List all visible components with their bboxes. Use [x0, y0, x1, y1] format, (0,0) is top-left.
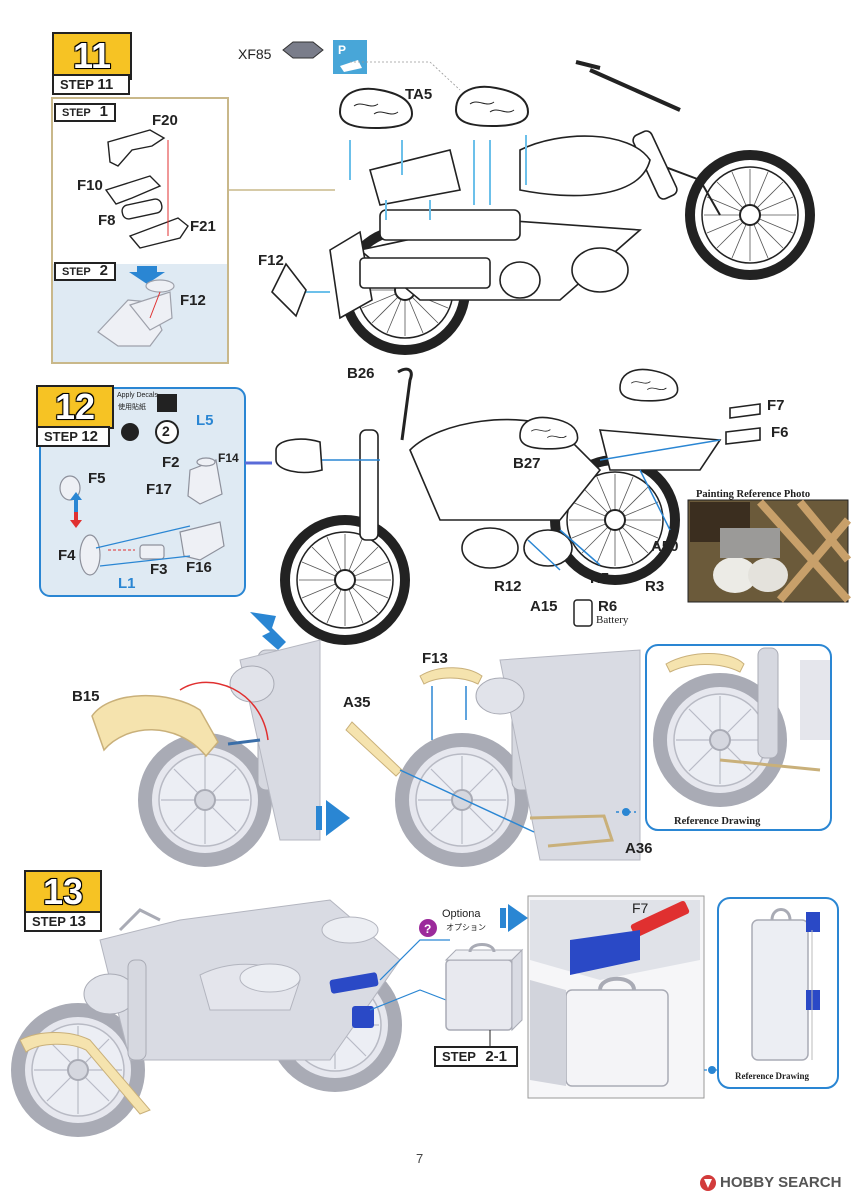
step11-inset-parts-sketch	[104, 129, 189, 249]
step13-reference-drawing	[751, 908, 820, 1061]
part-f4: F4	[58, 547, 76, 564]
step12-inset-sketch	[59, 457, 225, 576]
decal-number: 2	[162, 423, 170, 439]
part-f16: F16	[186, 559, 212, 576]
optional-en: Optiona	[442, 908, 481, 920]
part-l5: L5	[196, 412, 214, 429]
paint-hexagon-icon	[282, 41, 324, 59]
step12-label-num: 12	[81, 428, 99, 445]
part-f21: F21	[190, 218, 216, 235]
part-f12: F12	[258, 252, 284, 269]
step13-fender-pe	[19, 1032, 151, 1115]
part-b15: B15	[72, 688, 100, 705]
part-f12-inset: F12	[180, 292, 206, 309]
toolbox-drawing	[444, 943, 524, 1032]
step13-reference-drawing-title: Reference Drawing	[735, 1071, 810, 1081]
part-f7-closeup: F7	[632, 900, 649, 916]
step13-closeup	[530, 900, 700, 1087]
part-a50: A50	[651, 538, 679, 555]
step11-inset-step2-sketch	[97, 279, 175, 347]
b15-fender-part	[91, 695, 219, 758]
step11-sub2-label: STEP 2	[54, 262, 116, 281]
step11-seats	[339, 87, 413, 129]
battery-r6-drawing	[573, 599, 593, 627]
part-f14: F14	[218, 451, 239, 465]
decal-number-circle	[155, 420, 179, 444]
apply-decals-icon	[157, 394, 177, 412]
step12-label-prefix: STEP	[44, 429, 78, 444]
part-f8: F8	[98, 212, 116, 229]
part-f13: F13	[422, 650, 448, 667]
part-f6: F6	[771, 424, 789, 441]
part-a36: A36	[625, 840, 653, 857]
step11-sub1-label: STEP 1	[54, 103, 116, 122]
step12-continue-arrow	[250, 612, 286, 650]
step13-label: STEP 13	[24, 911, 102, 932]
optional-question-icon	[419, 919, 437, 937]
part-f10: F10	[77, 177, 103, 194]
part-l1: L1	[118, 575, 136, 592]
step11-bike-drawing	[329, 60, 810, 350]
seat-part-ta5: TA5	[405, 86, 433, 103]
part-a15: A15	[530, 598, 558, 615]
fender-middle-bike	[402, 649, 641, 860]
step11-down-arrow	[129, 266, 165, 284]
part-a35: A35	[343, 694, 371, 711]
part-f2: F2	[162, 454, 180, 471]
sub2-prefix: STEP	[62, 266, 91, 278]
f12-part-drawing	[271, 262, 307, 318]
f13-part	[419, 667, 483, 685]
part-f17: F17	[146, 481, 172, 498]
toolbox-step-label: STEP 2-1	[434, 1046, 518, 1067]
step13-blue-brackets	[329, 972, 379, 1028]
step13-bike	[18, 899, 400, 1130]
battery-label: Battery	[596, 614, 629, 626]
step11-label-num: 11	[97, 76, 114, 93]
step12-number: 12	[36, 385, 114, 429]
part-b27: B27	[513, 455, 541, 472]
a35-part	[345, 721, 403, 777]
part-r3: R3	[645, 578, 665, 595]
sub1-prefix: STEP	[62, 107, 91, 119]
fender-left-bike	[145, 639, 321, 860]
step12-label: STEP 12	[36, 426, 110, 447]
step-continue-arrow	[316, 800, 350, 836]
page-number: 7	[416, 1151, 424, 1166]
fender-reference-drawing	[660, 647, 830, 800]
a36-part	[529, 814, 615, 848]
part-f3: F3	[150, 561, 168, 578]
part-r12: R12	[494, 578, 522, 595]
hobby-search-watermark: HOBBY SEARCH	[720, 1174, 842, 1191]
sub2-num: 2	[99, 262, 108, 279]
part-f20: F20	[152, 112, 178, 129]
apply-decals-jp: 使用貼紙	[118, 404, 146, 411]
svg-text:P: P	[338, 43, 346, 57]
apply-decals-text: Apply Decals	[117, 392, 158, 399]
paint-code: XF85	[238, 46, 272, 62]
step12-bike-drawing	[275, 367, 761, 640]
decal-sheet-icon	[121, 423, 139, 441]
fender-reference-drawing-title: Reference Drawing	[674, 816, 761, 827]
toolbox-step-num: 2-1	[485, 1048, 508, 1065]
part-f7: F7	[767, 397, 785, 414]
part-r5: R5	[590, 570, 610, 587]
step11-label-prefix: STEP	[60, 77, 94, 92]
part-b26: B26	[347, 365, 375, 382]
step11-number: 11	[52, 32, 132, 80]
step13-label-prefix: STEP	[32, 914, 66, 929]
step13-number: 13	[24, 870, 102, 914]
svg-text:?: ?	[424, 922, 431, 936]
painting-reference-title: Painting Reference Photo	[696, 489, 811, 500]
part-r6: R6	[598, 598, 618, 615]
optional-jp: オプション	[446, 923, 486, 932]
step13-continue-arrow	[500, 904, 528, 932]
step11-callout-lines	[304, 135, 527, 293]
step12-callout-lines	[322, 439, 721, 571]
toolbox-step-prefix: STEP	[442, 1049, 476, 1064]
step13-label-num: 13	[69, 913, 87, 930]
part-f5: F5	[88, 470, 106, 487]
step11-label: STEP 11	[52, 74, 130, 95]
sub1-num: 1	[99, 103, 108, 120]
